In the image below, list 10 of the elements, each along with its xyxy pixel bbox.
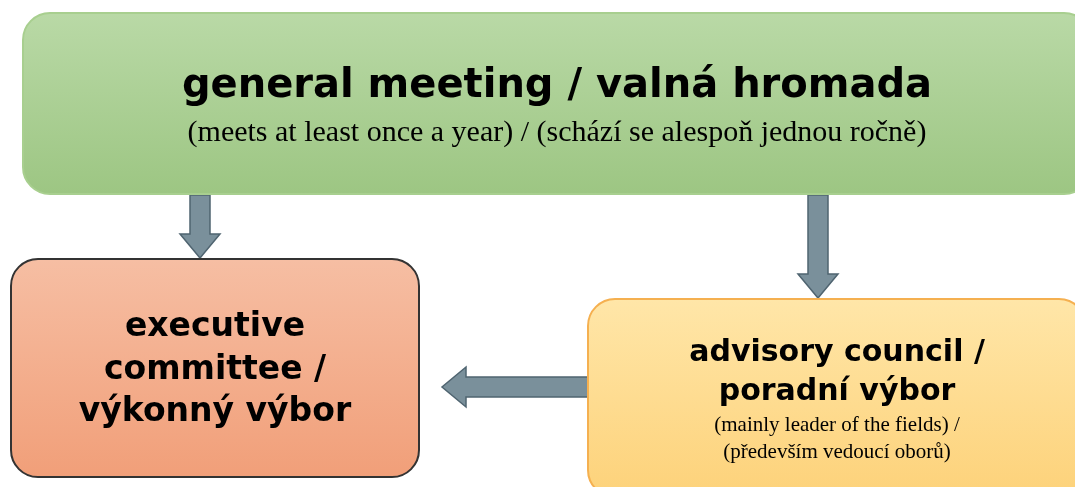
node-title: executive committee / výkonný výbor <box>77 303 353 432</box>
block-arrow <box>796 194 840 300</box>
node-note: (mainly leader of the fields) / (především vedoucí oborů) <box>713 410 961 465</box>
rounded-box <box>587 298 1075 487</box>
rounded-box <box>22 12 1075 195</box>
node-title: general meeting / valná hromada <box>181 59 933 108</box>
node-title: advisory council / poradní výbor <box>688 331 986 409</box>
rounded-box <box>10 258 420 478</box>
block-arrow <box>178 194 222 260</box>
node-note: (meets at least once a year) / (schází se alespoň jednou ročně) <box>187 113 927 149</box>
